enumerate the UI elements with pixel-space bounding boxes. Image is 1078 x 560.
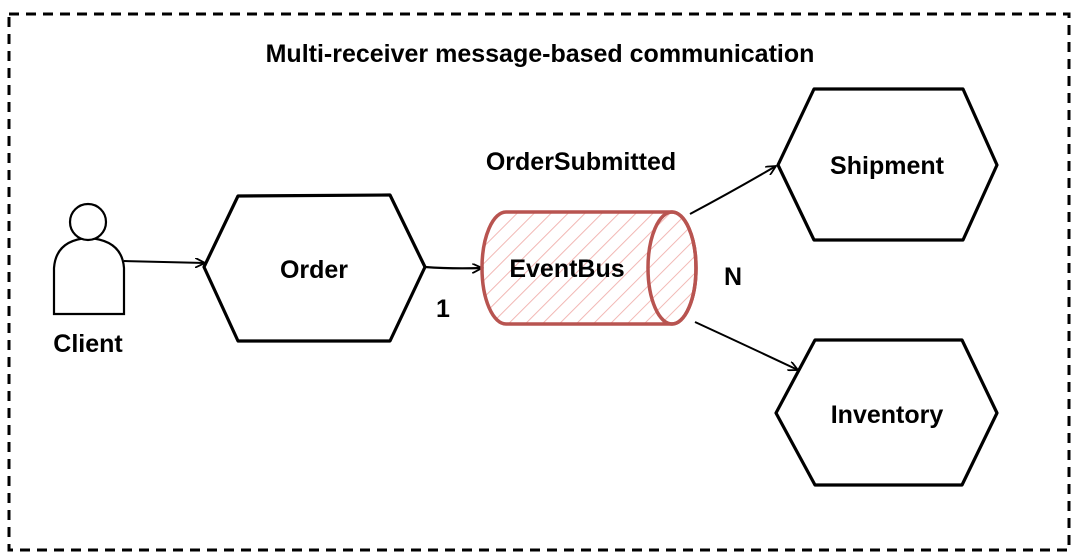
event-label: OrderSubmitted <box>486 148 676 176</box>
arrow-client-to-order <box>123 261 205 263</box>
multiplicity-one: 1 <box>436 295 450 323</box>
person-icon <box>52 202 126 316</box>
inventory-hexagon <box>774 338 999 487</box>
shipment-service: Shipment <box>776 87 999 242</box>
client-actor: Client <box>52 202 126 358</box>
diagram-frame <box>7 12 1071 552</box>
arrow-order-to-eventbus <box>424 267 482 268</box>
arrow-eventbus-to-shipment <box>689 166 776 215</box>
order-label: Order <box>280 256 348 284</box>
arrow-eventbus-to-inventory <box>694 321 798 370</box>
order-service: Order <box>202 193 427 343</box>
eventbus-label: EventBus <box>509 255 624 283</box>
client-label: Client <box>53 330 123 358</box>
eventbus: EventBus <box>480 210 698 326</box>
shipment-label: Shipment <box>830 152 945 180</box>
multiplicity-many: N <box>724 263 742 291</box>
inventory-label: Inventory <box>831 401 944 429</box>
diagram-title: Multi-receiver message-based communicati… <box>266 40 815 68</box>
inventory-service: Inventory <box>774 338 999 487</box>
eventbus-end <box>646 210 698 326</box>
shipment-hexagon <box>776 87 999 242</box>
order-hexagon <box>202 193 427 343</box>
